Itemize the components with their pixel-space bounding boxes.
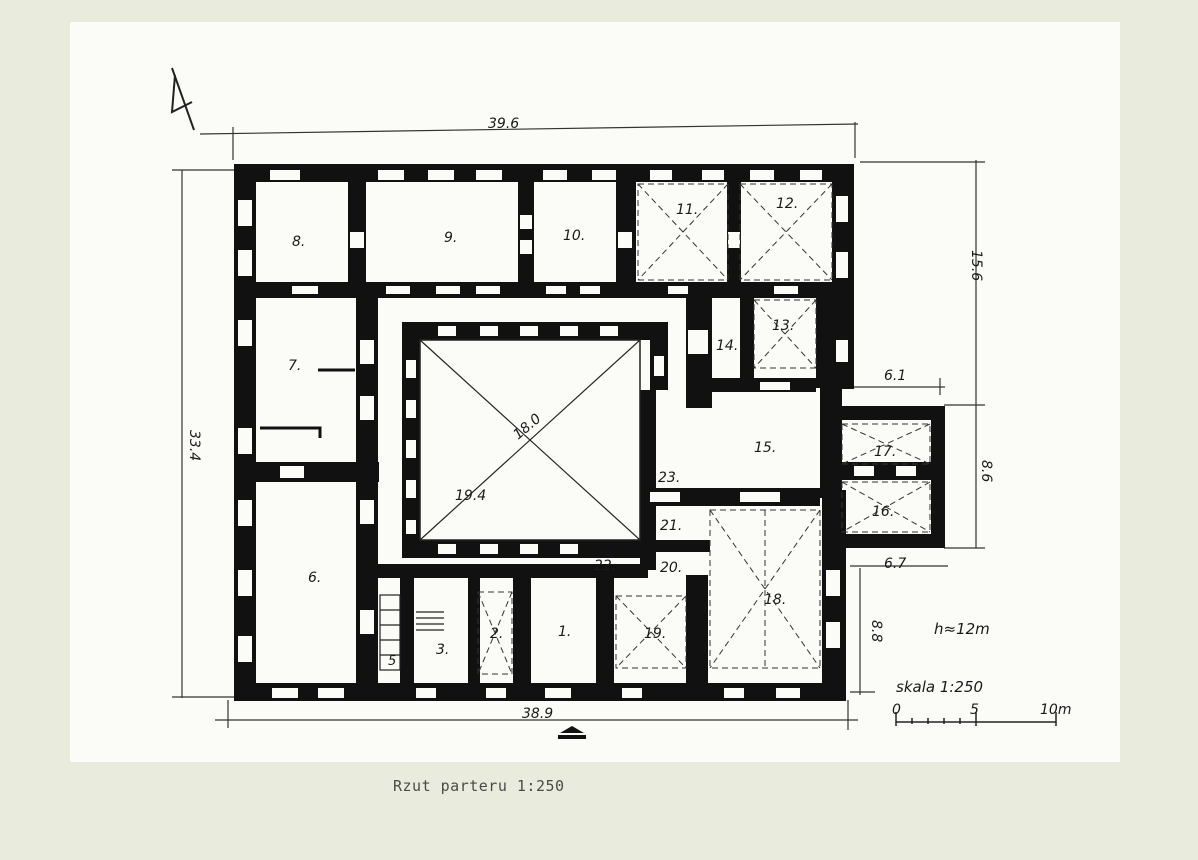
room-7-fixtures (260, 368, 355, 438)
height-note: h≈12m (934, 620, 990, 638)
scale-tick-label: 0 (892, 702, 901, 718)
room-label: 9. (444, 230, 457, 246)
dimension-lines (172, 122, 985, 730)
courtyard-arcade (402, 322, 668, 558)
room-label: 13. (772, 318, 794, 334)
courtyard-diagonal-label: 19.4 (455, 488, 486, 504)
scale-bar (895, 712, 1057, 726)
room-label: 14. (716, 338, 738, 354)
room-label: 11. (676, 202, 698, 218)
dimension-label-annex-height: 8.6 (978, 460, 994, 482)
room-label: 2. (490, 626, 503, 642)
room-label: 6. (308, 570, 321, 586)
room-label: 22. (594, 558, 616, 574)
outer-walls (234, 164, 945, 701)
scale-tick-label: 10m (1040, 702, 1071, 718)
interior-walls (234, 182, 942, 690)
drawing-caption: Rzut parteru 1:250 (393, 777, 565, 795)
dimension-label-right-lower: 8.8 (868, 620, 884, 642)
dimension-label-annex-bottom: 6.7 (884, 556, 906, 572)
scale-label: skala 1:250 (896, 678, 983, 696)
room-label: 3. (436, 642, 449, 658)
dimension-label-left: 33.4 (186, 430, 202, 461)
openings (238, 170, 916, 698)
room-label: 12. (776, 196, 798, 212)
room-label: 19. (644, 626, 666, 642)
staircase (379, 594, 444, 671)
dimension-label-annex-top: 6.1 (884, 368, 906, 384)
vault-lines (477, 183, 931, 675)
room-label: 20. (660, 560, 682, 576)
room-label: 5 (388, 654, 396, 669)
room-label: 18. (764, 592, 786, 608)
room-label: 8. (292, 234, 305, 250)
dimension-label-top: 39.6 (488, 116, 519, 132)
north-arrow-icon (170, 67, 195, 131)
entrance-arrow-icon (558, 726, 586, 739)
room-label: 23. (658, 470, 680, 486)
dimension-label-right-upper: 15.6 (968, 250, 984, 281)
dimension-label-bottom: 38.9 (522, 706, 553, 722)
room-label: 16. (872, 504, 894, 520)
room-label: 15. (754, 440, 776, 456)
room-label: 21. (660, 518, 682, 534)
courtyard (419, 339, 641, 541)
room-label: 10. (563, 228, 585, 244)
room-label: 7. (288, 358, 301, 374)
room-label: 17. (874, 444, 896, 460)
scale-tick-label: 5 (970, 702, 979, 718)
room-label: 1. (558, 624, 571, 640)
